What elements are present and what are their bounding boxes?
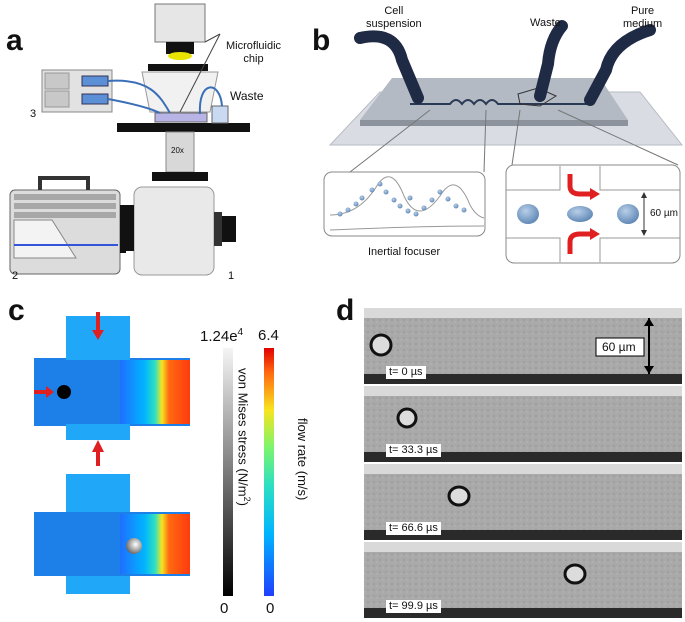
label-pure-medium: Pure medium [623, 5, 663, 30]
label-microfluidic-chip: Microfluidic chip [226, 40, 282, 65]
arrow-bottom [92, 440, 104, 466]
focuser-particles [337, 181, 467, 217]
pump-slot-1 [44, 72, 70, 90]
microscope-stage [117, 123, 250, 132]
zoom-line-1 [349, 109, 431, 173]
cross-lower-inlet-bottom [66, 576, 130, 594]
flow-arrow-top-head [590, 188, 600, 200]
frame-label-3: t= 99.9 µs [386, 600, 441, 613]
chip-junction [517, 87, 558, 107]
cell-after [617, 204, 639, 224]
laptop-handle [38, 176, 90, 190]
panel-b-letter: b [312, 24, 331, 57]
pdms-block-front [360, 120, 628, 126]
cell-frame-0 [369, 333, 393, 357]
camera-port [126, 205, 134, 251]
inertial-focuser-inset [323, 171, 486, 237]
scale-bar-top-head [644, 318, 654, 326]
cell-lower [126, 538, 142, 554]
label-laptop-2: 2 [12, 270, 19, 282]
tube-1 [107, 79, 171, 114]
cross-upper-inlet-bottom [66, 424, 130, 440]
microscope-head [154, 3, 206, 43]
waste-container [211, 105, 229, 124]
pdms-block-top [360, 78, 628, 120]
eyepiece-ring [166, 42, 194, 54]
frame-label-2: t= 66.6 µs [386, 522, 441, 535]
cell-frame-1 [396, 407, 418, 429]
cell-squeezed [567, 206, 593, 222]
arrow-left [34, 386, 54, 398]
flow-arrow-bottom [567, 231, 590, 254]
zoom-line-2 [483, 109, 487, 173]
panel-a-letter: a [6, 24, 23, 57]
scale-box [595, 337, 645, 357]
frame-label-1: t= 33.3 µs [386, 444, 441, 457]
light-source [168, 52, 192, 60]
label-cell-suspension: Cell suspension [366, 5, 422, 30]
zoom-line-4 [557, 109, 679, 166]
chip-channel [410, 99, 590, 106]
flow-arrow-top [567, 174, 590, 197]
label-pump-3: 3 [30, 108, 37, 120]
label-60um-b: 60 µm [650, 208, 678, 219]
microfluidic-chip [154, 112, 208, 123]
arrow-top [92, 312, 104, 340]
flow-bar-max: 6.4 [258, 327, 279, 344]
label-waste-b: Waste [530, 17, 561, 29]
tube-2 [107, 98, 161, 114]
label-waste-a: Waste [230, 89, 264, 103]
flow-bar-min: 0 [266, 600, 275, 617]
cell-before [517, 204, 539, 224]
panel-d-letter: d [336, 294, 355, 327]
stress-colorbar [223, 348, 233, 596]
cross-wall-bottom [506, 237, 680, 262]
width-dimension-bottom-arrow [641, 230, 647, 236]
stress-bar-min: 0 [220, 600, 229, 617]
focuser-wall-top [329, 176, 485, 219]
upper-bar [148, 64, 208, 71]
cross-upper-flow [120, 360, 190, 424]
label-camera-1: 1 [228, 270, 235, 282]
tube-waste-b [534, 20, 568, 102]
zoom-line-3 [511, 109, 521, 166]
laptop-stripes [14, 194, 116, 218]
lower-bar [152, 172, 208, 181]
pump-slot-2 [44, 90, 70, 108]
laptop-side [120, 205, 126, 253]
panel-c-letter: c [8, 294, 25, 327]
cell-frame-3 [563, 563, 587, 585]
frame-label-0: t= 0 µs [386, 366, 426, 379]
tube-waste [198, 86, 223, 115]
chip-pointer [179, 33, 221, 113]
stage-housing [141, 71, 219, 113]
camera-side [214, 212, 222, 246]
cross-lower-inlet-top [66, 474, 130, 512]
label-objective-20x: 20x [171, 146, 184, 155]
tube-pure-medium [584, 24, 656, 106]
tube-cell-suspension [354, 30, 424, 104]
scale-bar-bottom-head [644, 366, 654, 374]
camera-lens [222, 216, 236, 242]
stress-bar-max: 1.24e4 [200, 327, 244, 345]
width-dimension-top-arrow [641, 192, 647, 198]
scale-label: 60 µm [602, 340, 636, 354]
frame-3 [364, 542, 682, 618]
cell-upper [57, 385, 71, 399]
cell-frame-2 [447, 485, 471, 507]
chip-leader-line [204, 33, 221, 43]
cross-wall-top [506, 166, 680, 191]
focuser-wall-bottom [329, 225, 485, 231]
flow-arrow-bottom-head [590, 228, 600, 240]
flow-colorbar [264, 348, 274, 596]
label-inertial-focuser: Inertial focuser [368, 246, 441, 258]
